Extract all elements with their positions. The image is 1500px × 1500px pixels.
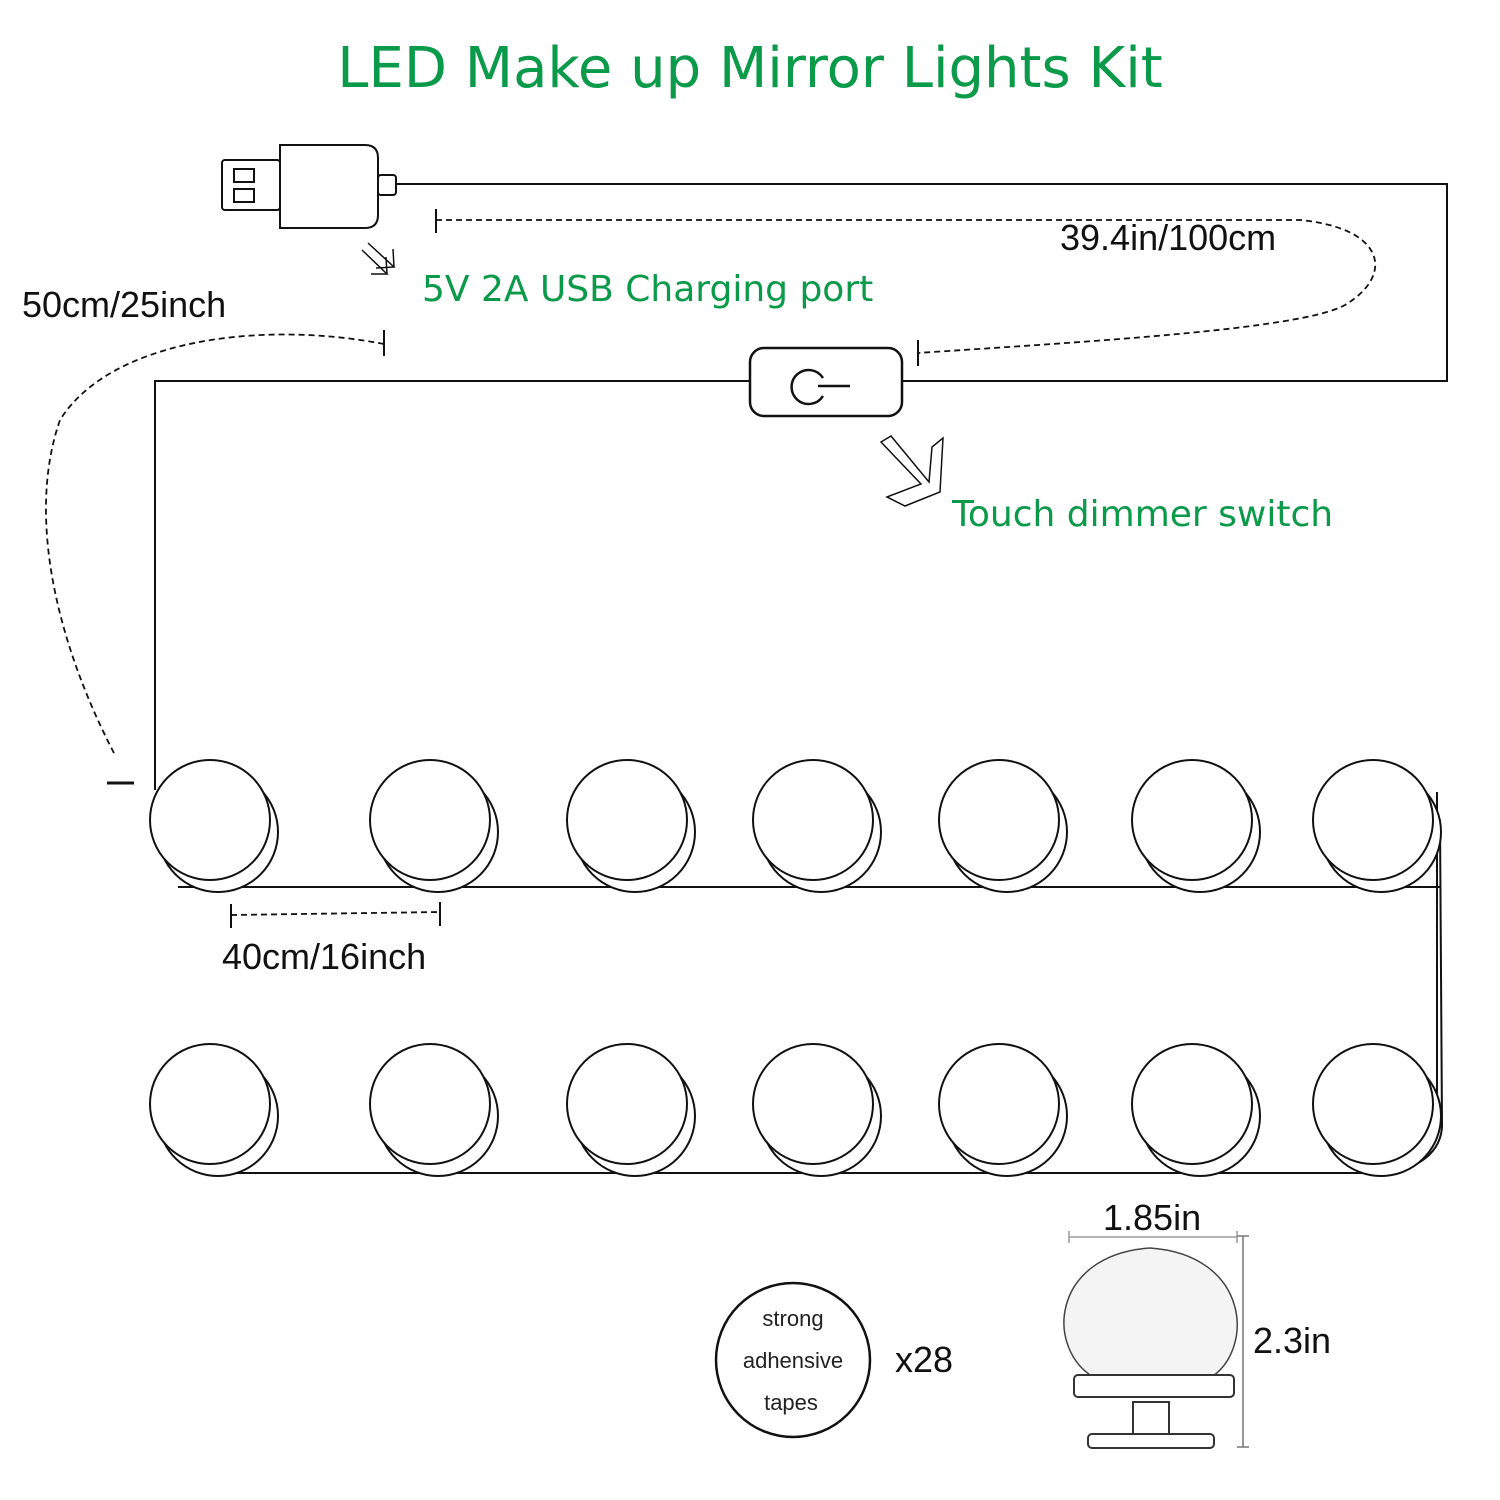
tape-text-line1: strong (762, 1306, 824, 1331)
bulb-icon (1312, 1043, 1442, 1177)
bulb-icon (1131, 1043, 1261, 1177)
cable-length-left-label: 50cm/25inch (22, 284, 227, 325)
arrow-icon (361, 242, 396, 275)
usb-port-label: 5V 2A USB Charging port (422, 269, 874, 310)
bulb-spacing-label: 40cm/16inch (222, 936, 427, 977)
bulb-icon (752, 1043, 882, 1177)
page-title: LED Make up Mirror Lights Kit (337, 36, 1163, 101)
bulb-row-top (149, 759, 1442, 893)
usb-plug-icon (221, 144, 397, 229)
bulb-icon (938, 1043, 1068, 1177)
bulb-icon (566, 1043, 696, 1177)
bulb-detail-icon (1063, 1247, 1238, 1449)
bulb-icon (149, 1043, 279, 1177)
bulb-icon (369, 759, 499, 893)
tape-text-line3: tapes (764, 1390, 818, 1415)
cable-length-top-label: 39.4in/100cm (1060, 217, 1277, 258)
bulb-icon (1312, 759, 1442, 893)
dimmer-label: Touch dimmer switch (952, 494, 1334, 535)
bulb-icon (566, 759, 696, 893)
tape-text-line2: adhensive (742, 1348, 844, 1373)
bulb-icon (369, 1043, 499, 1177)
bulb-icon (149, 759, 279, 893)
adhesive-tape-icon (714, 1281, 872, 1439)
bulb-icon (1131, 759, 1261, 893)
bulb-icon (752, 759, 882, 893)
cable (154, 183, 1448, 790)
arrow-icon (879, 435, 944, 507)
bulb-row-bottom (149, 1043, 1442, 1177)
bulb-icon (938, 759, 1068, 893)
tape-count-label: x28 (895, 1339, 954, 1380)
bulb-width-label: 1.85in (1103, 1197, 1202, 1238)
power-button-icon (748, 346, 904, 418)
bulb-height-label: 2.3in (1253, 1320, 1332, 1361)
